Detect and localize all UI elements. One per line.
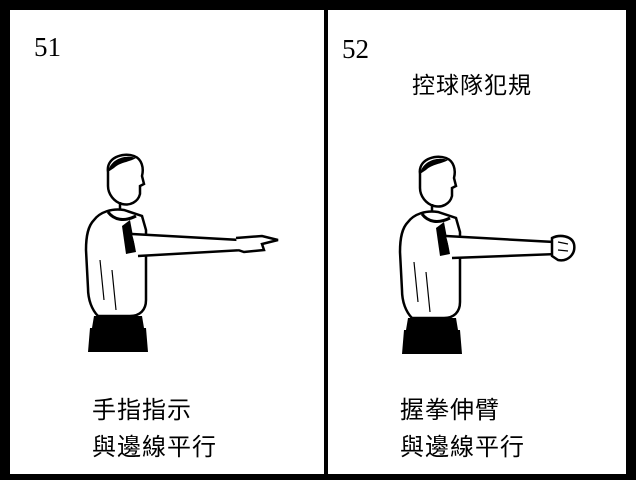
panel-divider	[324, 10, 328, 474]
signal-caption: 手指指示 與邊線平行	[92, 392, 217, 466]
caption-line-1: 手指指示	[92, 396, 192, 424]
signal-number: 52	[342, 34, 369, 64]
signal-panel-51: 51	[10, 10, 324, 474]
signal-caption: 握拳伸臂 與邊線平行	[400, 392, 525, 466]
referee-pointing-icon	[50, 150, 290, 360]
caption-line-2: 與邊線平行	[400, 433, 525, 461]
caption-line-1: 握拳伸臂	[400, 396, 500, 424]
caption-line-2: 與邊線平行	[92, 433, 217, 461]
signal-title: 控球隊犯規	[412, 73, 532, 99]
signal-number: 51	[34, 32, 61, 62]
referee-fist-extended-icon	[382, 150, 622, 360]
signal-panel-52: 52 控球隊犯規	[328, 10, 626, 474]
